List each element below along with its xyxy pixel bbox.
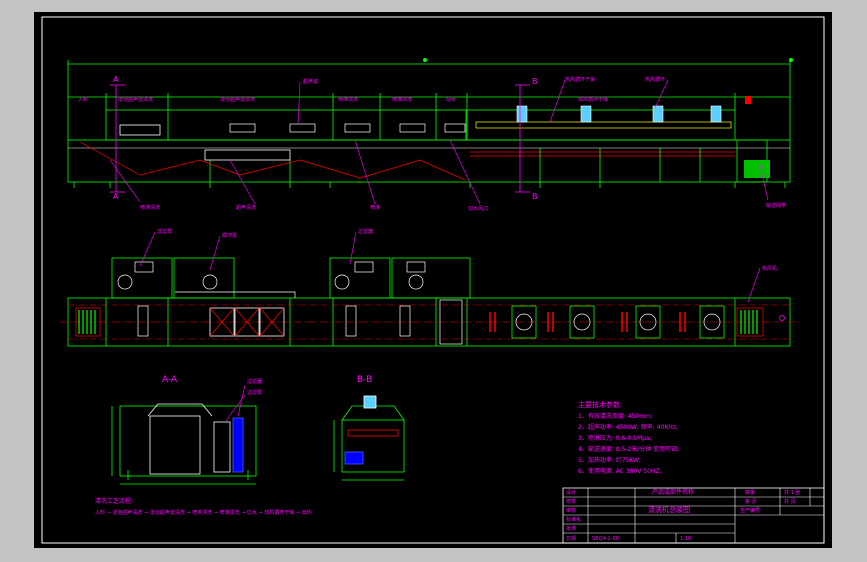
process-title: 清洗工艺流程: bbox=[95, 497, 133, 505]
tech-spec-item: 2、超声功率: 4500W, 频率: 40KHz; bbox=[578, 423, 678, 431]
callout-spray-wash: 喷淋清洗 bbox=[140, 204, 160, 211]
callout-ultrasonic-wash: 超声清洗 bbox=[236, 204, 256, 211]
tb-row-review: 审核 bbox=[566, 507, 576, 514]
section-marks-front bbox=[110, 84, 530, 193]
front-elevation bbox=[67, 60, 791, 188]
tb-qty-label: 数量 bbox=[745, 489, 755, 496]
tech-specs-title: 主要技术参数: bbox=[578, 400, 622, 409]
title-block-grid bbox=[563, 488, 824, 543]
tb-row-standard: 标准化 bbox=[566, 516, 581, 523]
section-mark-a-top: A bbox=[113, 75, 119, 84]
zone-label-dryer: 热风循环干燥 bbox=[578, 96, 608, 103]
tb-page-total: 共 页 bbox=[784, 498, 796, 505]
callout-filter-plan: 过滤器 bbox=[358, 228, 373, 235]
callout-filter-pump-plan: 过滤泵 bbox=[157, 228, 172, 235]
front-elevation-details bbox=[79, 58, 793, 181]
plan-view bbox=[60, 257, 800, 347]
tb-row-check: 校核 bbox=[566, 498, 576, 505]
callout-spray: 喷淋 bbox=[370, 204, 380, 211]
callout-air-knife: 切水风刀 bbox=[468, 205, 488, 212]
drawing-frame bbox=[41, 16, 825, 544]
callout-hot-air-fan: 热风机 bbox=[762, 265, 777, 272]
section-title-aa: A-A bbox=[162, 375, 178, 385]
tech-spec-item: 5、加热功率: 约75KW; bbox=[578, 456, 641, 464]
section-title-bb: B-B bbox=[357, 375, 372, 385]
callout-hot-air-dryer: 热风循环干燥 bbox=[565, 76, 595, 83]
zone-label-ultrasonic-2: 浸泡超声波清洗 bbox=[220, 96, 255, 103]
drawing-sheet bbox=[34, 12, 832, 548]
tech-spec-item: 3、喷淋压力: 0.6-0.8Mpa; bbox=[578, 434, 652, 442]
tb-row-design: 设计 bbox=[566, 489, 576, 496]
section-mark-a-bottom: A bbox=[113, 192, 119, 201]
tb-scale: 1:10 bbox=[680, 536, 691, 542]
zone-label-spray-2: 喷淋漂洗 bbox=[392, 96, 412, 103]
section-mark-b-bottom: B bbox=[532, 192, 538, 201]
callout-ultrasonic: 超声波 bbox=[303, 78, 318, 85]
zone-label-infeed: 入料 bbox=[78, 96, 88, 103]
section-mark-b-top: B bbox=[532, 77, 538, 86]
tb-production-no: 生产编号 bbox=[740, 507, 760, 514]
callout-circulation-pump: 循环泵 bbox=[222, 232, 237, 239]
tb-sheet-info: 共 1 张 bbox=[784, 489, 800, 496]
tb-drawing-title: 清洗机总装图 bbox=[648, 505, 690, 514]
callout-filter-aa: 过滤器 bbox=[247, 378, 262, 385]
callout-conveyor: 输送网带 bbox=[766, 202, 786, 209]
tb-drawing-no: SBQX-1-00 bbox=[592, 536, 619, 542]
tb-row-date: 日期 bbox=[566, 536, 576, 542]
zone-label-spray-1: 喷淋漂洗 bbox=[338, 96, 358, 103]
tech-spec-item: 6、使用电源: AC 380V 50HZ。 bbox=[578, 467, 666, 475]
process-steps: 入料 → 浸泡超声清洗 → 浸泡超声波清洗 → 喷淋漂洗 → 喷淋漂洗 → 切水… bbox=[95, 509, 312, 516]
tb-row-approve: 批准 bbox=[566, 525, 576, 532]
tech-spec-item: 1、有效清洗宽度: 450mm; bbox=[578, 412, 653, 420]
callout-hot-air-loop: 热风循环 bbox=[645, 76, 665, 83]
callout-filter-pump-aa: 过滤泵 bbox=[247, 389, 262, 396]
title-block-frame bbox=[562, 487, 825, 544]
tb-product-name: 产品或部件名称 bbox=[652, 488, 694, 496]
section-aa-view bbox=[111, 384, 257, 485]
zone-label-ultrasonic-1: 浸泡超声波清洗 bbox=[118, 96, 153, 103]
leaders-front bbox=[109, 79, 769, 205]
tb-page-label: 第 页 bbox=[745, 498, 757, 505]
tech-spec-item: 4、输送速度: 0.5-2米/分钟 变频可调; bbox=[578, 445, 679, 453]
zone-label-dewater: 切水 bbox=[446, 96, 456, 103]
plan-view-details bbox=[75, 261, 785, 345]
section-bb-view bbox=[333, 395, 405, 481]
leaders-plan bbox=[139, 231, 761, 303]
title-block: 设计 校核 审核 标准化 批准 日期 产品或部件名称 清洗机总装图 SBQX-1… bbox=[566, 488, 800, 542]
tech-specs: 主要技术参数: 1、有效清洗宽度: 450mm; 2、超声功率: 4500W, … bbox=[578, 400, 679, 475]
